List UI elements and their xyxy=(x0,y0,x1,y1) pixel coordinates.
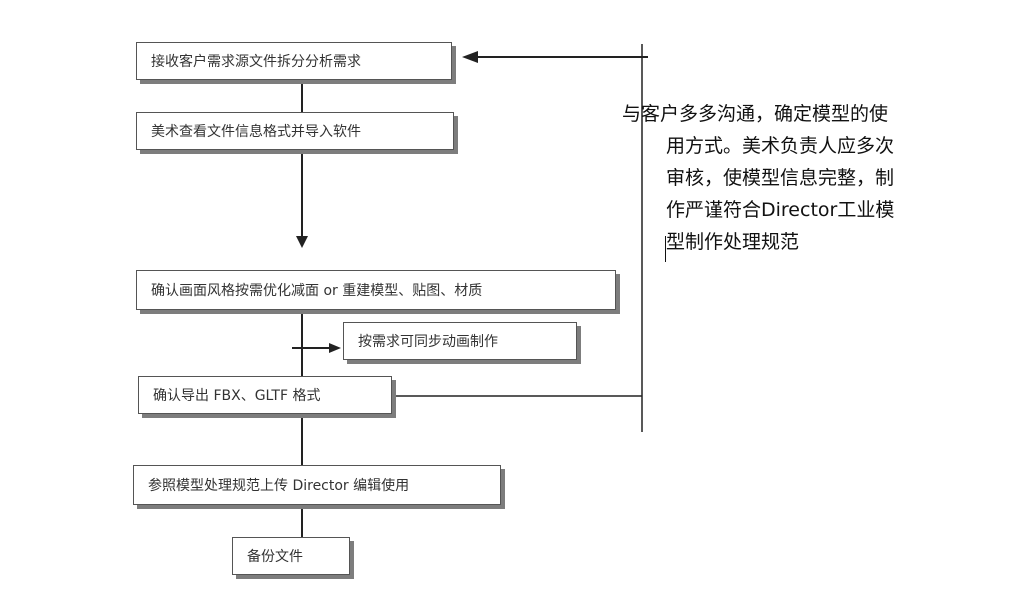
arrowhead-left xyxy=(462,51,478,63)
step-label: 确认导出 FBX、GLTF 格式 xyxy=(153,388,321,404)
arrowhead-down xyxy=(296,236,308,248)
step-label: 接收客户需求源文件拆分分析需求 xyxy=(151,54,361,70)
text-cursor xyxy=(665,236,666,262)
note-line: 审核，使模型信息完整，制 xyxy=(666,167,895,189)
step-backup: 备份文件 xyxy=(232,537,350,575)
step-animation: 按需求可同步动画制作 xyxy=(343,322,577,360)
step-review-import: 美术查看文件信息格式并导入软件 xyxy=(136,112,454,150)
note-line: 与客户多多沟通，确定模型的使 xyxy=(622,103,889,125)
arrowhead-right xyxy=(329,343,341,353)
step-label: 备份文件 xyxy=(247,549,303,565)
step-optimize-model: 确认画面风格按需优化减面 or 重建模型、贴图、材质 xyxy=(136,270,616,310)
note-line: 型制作处理规范 xyxy=(666,231,800,253)
step-export-format: 确认导出 FBX、GLTF 格式 xyxy=(138,376,392,414)
step-receive-requirements: 接收客户需求源文件拆分分析需求 xyxy=(136,42,452,80)
side-note: 与客户多多沟通，确定模型的使 用方式。美术负责人应多次 审核，使模型信息完整，制… xyxy=(622,98,894,258)
note-line: 用方式。美术负责人应多次 xyxy=(666,135,895,157)
step-label: 参照模型处理规范上传 Director 编辑使用 xyxy=(148,478,410,494)
step-label: 按需求可同步动画制作 xyxy=(358,334,498,350)
step-label: 美术查看文件信息格式并导入软件 xyxy=(151,124,361,140)
note-line: 作严谨符合Director工业模 xyxy=(666,199,895,221)
step-upload-director: 参照模型处理规范上传 Director 编辑使用 xyxy=(133,465,501,505)
step-label: 确认画面风格按需优化减面 or 重建模型、贴图、材质 xyxy=(151,283,483,299)
